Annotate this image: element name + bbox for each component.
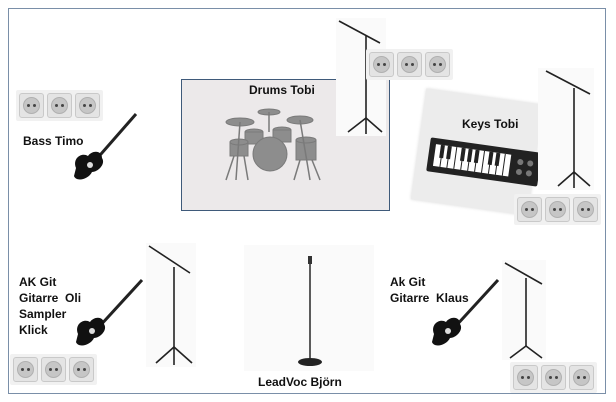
power-outlet-icon xyxy=(69,357,94,382)
mic-stand-icon-right xyxy=(504,262,543,359)
keys-label: Keys Tobi xyxy=(462,117,519,131)
outlet-strip-right xyxy=(510,362,597,393)
power-outlet-icon xyxy=(513,365,538,390)
power-outlet-icon xyxy=(397,52,422,77)
bass-label: Bass Timo xyxy=(23,134,84,148)
mic-stand-icon-lead xyxy=(298,256,322,366)
right-group-label: Ak Git Gitarre Klaus xyxy=(390,275,469,305)
power-outlet-icon xyxy=(41,357,66,382)
power-outlet-icon xyxy=(545,197,570,222)
bass-guitar-icon xyxy=(74,113,138,180)
power-outlet-icon xyxy=(517,197,542,222)
power-outlet-icon xyxy=(369,52,394,77)
power-outlet-icon xyxy=(425,52,450,77)
power-outlet-icon xyxy=(13,357,38,382)
outlet-strip-bass xyxy=(16,90,103,121)
power-outlet-icon xyxy=(541,365,566,390)
left-group-label: AK Git Gitarre Oli Sampler Klick xyxy=(19,275,82,337)
drum-kit-icon xyxy=(225,108,321,181)
outlet-strip-left xyxy=(10,354,97,385)
mic-stand-icon-left xyxy=(148,245,193,365)
bass-guitar-icon xyxy=(432,278,500,346)
power-outlet-icon xyxy=(569,365,594,390)
power-outlet-icon xyxy=(573,197,598,222)
power-outlet-icon xyxy=(75,93,100,118)
outlet-strip-top xyxy=(366,49,453,80)
mic-stand-icon-keys xyxy=(545,70,591,188)
bass-guitar-icon xyxy=(76,278,144,346)
lead-voc-label: LeadVoc Björn xyxy=(258,375,342,389)
keyboard-icon xyxy=(426,137,542,187)
drums-label: Drums Tobi xyxy=(249,83,315,97)
power-outlet-icon xyxy=(19,93,44,118)
outlet-strip-keys xyxy=(514,194,601,225)
power-outlet-icon xyxy=(47,93,72,118)
